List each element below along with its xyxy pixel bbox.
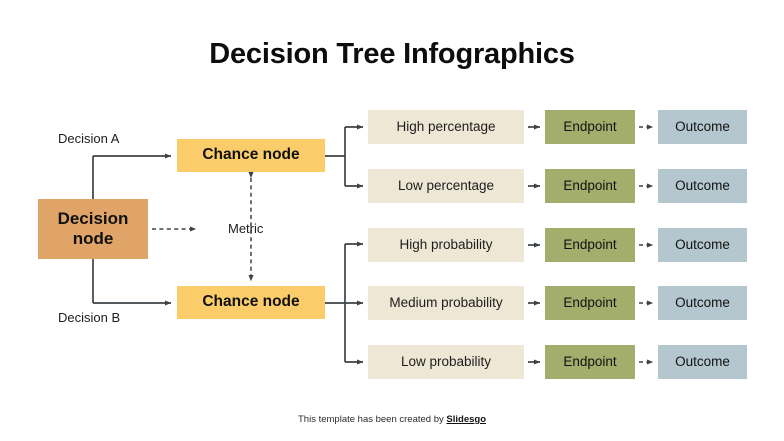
endpoint-box[interactable]: Endpoint xyxy=(545,345,635,379)
chance-node-top[interactable]: Chance node xyxy=(177,139,325,172)
outcome-box[interactable]: Outcome xyxy=(658,286,747,320)
slidesgo-link[interactable]: Slidesgo xyxy=(446,414,486,425)
page-title: Decision Tree Infographics xyxy=(209,38,575,70)
endpoint-box[interactable]: Endpoint xyxy=(545,228,635,262)
branch-label-high-percentage[interactable]: High percentage xyxy=(368,110,524,144)
endpoint-box[interactable]: Endpoint xyxy=(545,169,635,203)
branch-label-high-probability[interactable]: High probability xyxy=(368,228,524,262)
decision-b-label: Decision B xyxy=(58,310,121,325)
decision-a-label: Decision A xyxy=(58,131,120,146)
footer-text: This template has been created by xyxy=(298,414,447,425)
footer-credit: This template has been created by Slides… xyxy=(0,414,784,425)
decision-node[interactable]: Decision node xyxy=(38,199,148,259)
endpoint-box[interactable]: Endpoint xyxy=(545,110,635,144)
outcome-box[interactable]: Outcome xyxy=(658,228,747,262)
branch-label-medium-probability[interactable]: Medium probability xyxy=(368,286,524,320)
outcome-box[interactable]: Outcome xyxy=(658,110,747,144)
branch-label-low-percentage[interactable]: Low percentage xyxy=(368,169,524,203)
metric-label: Metric xyxy=(228,221,264,236)
endpoint-box[interactable]: Endpoint xyxy=(545,286,635,320)
branch-label-low-probability[interactable]: Low probability xyxy=(368,345,524,379)
outcome-box[interactable]: Outcome xyxy=(658,345,747,379)
outcome-box[interactable]: Outcome xyxy=(658,169,747,203)
chance-node-bottom[interactable]: Chance node xyxy=(177,286,325,319)
